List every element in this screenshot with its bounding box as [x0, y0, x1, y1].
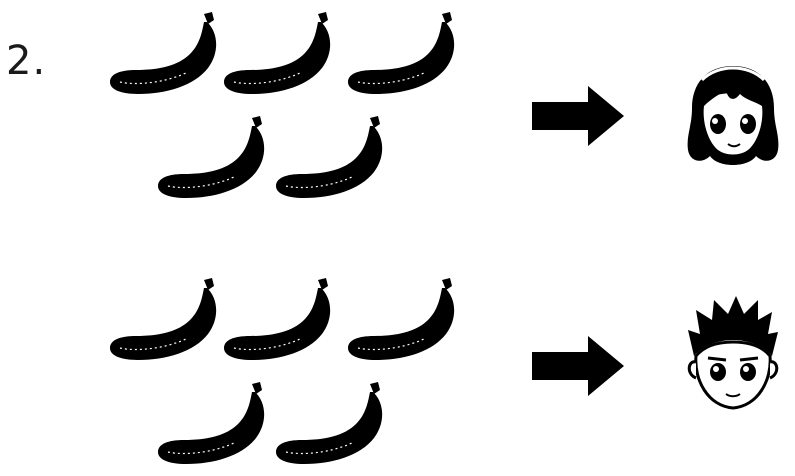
question-number: 2. — [6, 38, 46, 84]
banana-group-1 — [100, 10, 472, 210]
right-arrow-icon — [530, 84, 626, 148]
banana-icon — [156, 114, 276, 204]
banana-icon — [274, 380, 394, 470]
right-arrow-icon — [530, 334, 626, 398]
banana-icon — [108, 10, 228, 100]
banana-icon — [222, 10, 342, 100]
banana-icon — [108, 276, 228, 366]
banana-icon — [346, 10, 466, 100]
banana-icon — [274, 114, 394, 204]
girl-face-icon — [678, 50, 788, 180]
banana-icon — [156, 380, 276, 470]
banana-icon — [222, 276, 342, 366]
banana-icon — [346, 276, 466, 366]
banana-group-2 — [100, 276, 472, 476]
boy-face-icon — [678, 290, 788, 420]
